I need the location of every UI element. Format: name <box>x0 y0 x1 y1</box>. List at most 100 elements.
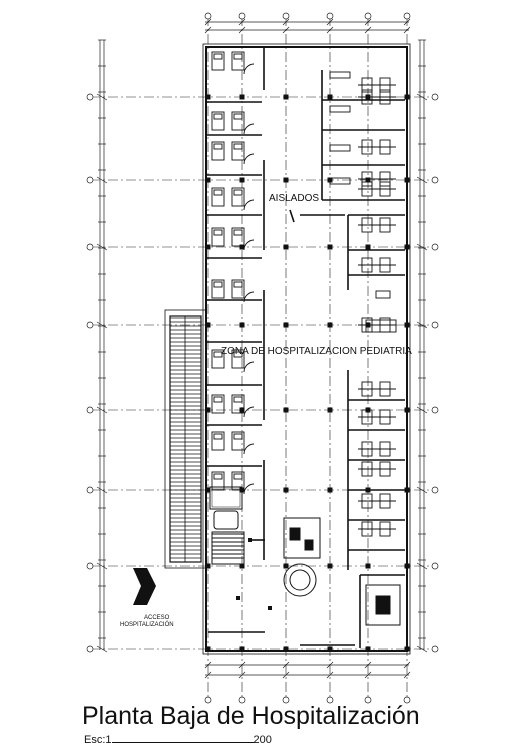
dimension-tick <box>416 645 428 653</box>
central-fixture <box>283 517 401 626</box>
dimension-tick <box>238 661 246 669</box>
dimension-tick <box>403 26 411 34</box>
door-swing <box>243 63 255 75</box>
structural-column <box>283 94 289 100</box>
axis-bubble <box>326 696 334 704</box>
dimension-tick <box>96 645 108 653</box>
dimension-tick <box>238 26 246 34</box>
structural-column <box>404 407 410 413</box>
scale-value: 200 <box>253 734 272 746</box>
furniture-item <box>375 290 391 299</box>
structural-column <box>239 487 245 493</box>
axis-bubble <box>204 696 212 704</box>
dimension-tick <box>96 562 108 570</box>
axis-bubble <box>364 12 372 20</box>
pillow <box>233 229 243 236</box>
axis-bubble <box>431 243 439 251</box>
scale-prefix: Esc:1 <box>84 734 112 746</box>
interior-walls <box>207 47 405 648</box>
access-label-line1: ACCESO <box>144 615 170 621</box>
pillow <box>233 433 243 440</box>
dimension-tick <box>403 661 411 669</box>
axis-bubble <box>86 562 94 570</box>
hospital-bed <box>231 111 245 131</box>
drawing-title: Planta Baja de Hospitalización <box>82 702 420 730</box>
hospital-bed <box>211 279 225 299</box>
structural-column <box>239 244 245 250</box>
counter <box>329 71 351 79</box>
axis-bubble <box>86 243 94 251</box>
structural-column <box>404 94 410 100</box>
structural-column <box>404 487 410 493</box>
structural-column <box>205 487 211 493</box>
structural-column <box>239 177 245 183</box>
dimension-tick <box>96 486 108 494</box>
dimension-tick <box>326 26 334 34</box>
zone-label: ZONA DE HOSPITALIZACION PEDIATRIA <box>221 346 412 357</box>
hospital-bed <box>211 141 225 161</box>
pillow <box>213 281 223 288</box>
dimension-tick <box>416 93 428 101</box>
axis-bubbles <box>86 12 439 704</box>
pillow <box>233 396 243 403</box>
counter <box>329 177 351 185</box>
dimension-tick <box>96 93 108 101</box>
pillow <box>233 473 243 480</box>
dimension-tick <box>364 661 372 669</box>
door-swing <box>243 406 255 418</box>
access-arrow <box>133 568 156 605</box>
axis-bubble <box>86 486 94 494</box>
structural-column <box>327 94 333 100</box>
structural-column <box>205 322 211 328</box>
structural-column <box>365 487 371 493</box>
structural-column <box>283 322 289 328</box>
pillow <box>233 189 243 196</box>
structural-column <box>248 538 252 542</box>
axis-bubble <box>431 176 439 184</box>
hospital-bed <box>231 394 245 414</box>
hospital-bed <box>231 471 245 491</box>
dimension-tick <box>403 671 411 679</box>
structural-column <box>365 646 371 652</box>
door-swing <box>243 483 255 495</box>
scale-legend: Esc:1 200 <box>84 733 272 746</box>
columns <box>205 94 410 652</box>
structural-column <box>404 322 410 328</box>
structural-column <box>283 563 289 569</box>
axis-bubble <box>86 93 94 101</box>
pillow <box>213 113 223 120</box>
dimension-tick <box>96 321 108 329</box>
structural-column <box>239 322 245 328</box>
structural-column <box>365 244 371 250</box>
structural-column <box>365 322 371 328</box>
axis-bubble <box>86 406 94 414</box>
structural-column <box>365 177 371 183</box>
axis-bubble <box>86 645 94 653</box>
structural-column <box>327 487 333 493</box>
structural-column <box>205 646 211 652</box>
dimension-tick <box>282 18 290 26</box>
axis-bubble <box>282 12 290 20</box>
structural-column <box>205 177 211 183</box>
dimension-tick <box>326 661 334 669</box>
pillow <box>213 229 223 236</box>
dimension-tick <box>416 486 428 494</box>
dimension-tick <box>416 562 428 570</box>
axis-bubble <box>364 696 372 704</box>
structural-column <box>404 177 410 183</box>
axis-bubble <box>431 486 439 494</box>
structural-column <box>365 563 371 569</box>
structural-column <box>327 177 333 183</box>
axis-bubble <box>282 696 290 704</box>
dimension-tick <box>204 18 212 26</box>
stair-block <box>164 309 207 569</box>
structural-column <box>327 646 333 652</box>
structural-column <box>205 563 211 569</box>
counter <box>329 144 351 152</box>
axis-bubble <box>431 93 439 101</box>
pillow <box>233 281 243 288</box>
hospital-bed <box>211 349 225 369</box>
axis-bubble <box>431 406 439 414</box>
hospital-bed <box>211 187 225 207</box>
pillow <box>213 189 223 196</box>
